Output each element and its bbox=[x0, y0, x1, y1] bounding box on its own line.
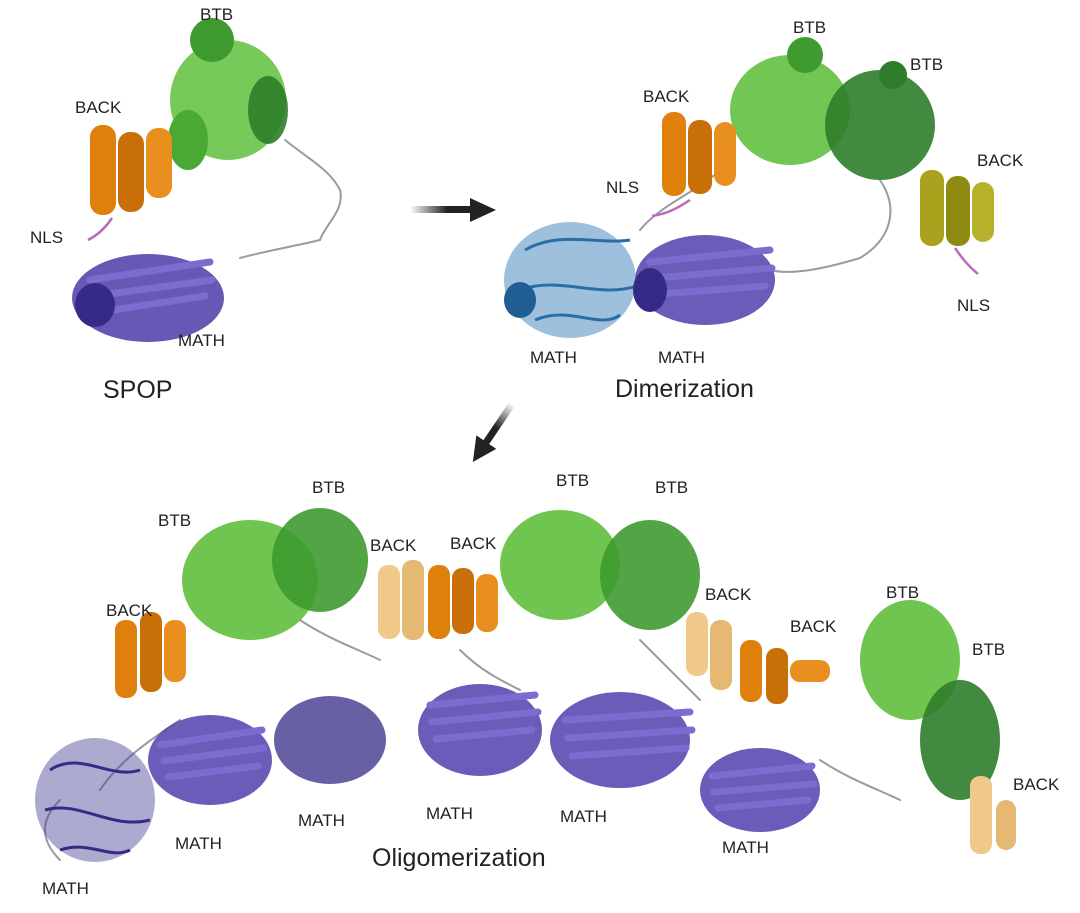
oligomer-title: Oligomerization bbox=[372, 844, 546, 872]
panel-monomer: BTB BACK NLS MATH SPOP bbox=[30, 5, 342, 404]
panel-oligomer: BTB BTB BTB BTB BTB BTB BACK BACK BACK B… bbox=[35, 471, 1060, 898]
oligomer-btb-label-4: BTB bbox=[655, 478, 688, 497]
dimer-math-domain-1 bbox=[504, 222, 641, 338]
oligomer-back-label-4: BACK bbox=[705, 585, 752, 604]
dimer-nls-tail-1 bbox=[651, 198, 691, 218]
monomer-btb-label: BTB bbox=[200, 5, 233, 24]
oligomer-back-label-1: BACK bbox=[106, 601, 153, 620]
oligomer-math-label-6: MATH bbox=[722, 838, 769, 857]
oligomer-btb-label-2: BTB bbox=[312, 478, 345, 497]
dimer-back-label-1: BACK bbox=[643, 87, 690, 106]
monomer-linker-coil bbox=[239, 139, 342, 259]
oligomer-btb-label-5: BTB bbox=[886, 583, 919, 602]
dimer-math-label-2: MATH bbox=[658, 348, 705, 367]
oligomer-math-label-4: MATH bbox=[426, 804, 473, 823]
arrow-monomer-to-dimer bbox=[410, 198, 496, 222]
dimer-nls-label-1: NLS bbox=[606, 178, 639, 197]
dimer-title: Dimerization bbox=[615, 375, 754, 403]
monomer-math-label: MATH bbox=[178, 331, 225, 350]
oligomer-math-label-5: MATH bbox=[560, 807, 607, 826]
monomer-back-domain bbox=[90, 125, 172, 215]
monomer-back-label: BACK bbox=[75, 98, 122, 117]
oligomer-math-domains bbox=[35, 684, 820, 862]
dimer-nls-label-2: NLS bbox=[957, 296, 990, 315]
dimer-math-domain-2 bbox=[633, 235, 776, 325]
oligomer-btb-label-1: BTB bbox=[158, 511, 191, 530]
panel-dimer: BTB BTB BACK BACK NLS NLS MATH MATH Dime… bbox=[504, 18, 1024, 403]
oligomer-math-label-2: MATH bbox=[175, 834, 222, 853]
dimer-back-domain-2 bbox=[920, 170, 994, 246]
monomer-title: SPOP bbox=[103, 376, 172, 404]
oligomer-math-label-1: MATH bbox=[42, 879, 89, 898]
monomer-nls-tail bbox=[87, 217, 114, 242]
dimer-nls-tail-2 bbox=[953, 247, 979, 275]
oligomer-btb-label-3: BTB bbox=[556, 471, 589, 490]
oligomer-back-label-3: BACK bbox=[450, 534, 497, 553]
dimer-btb-label-2: BTB bbox=[910, 55, 943, 74]
oligomer-back-label-5: BACK bbox=[790, 617, 837, 636]
dimer-back-domain-1 bbox=[662, 112, 736, 196]
monomer-btb-domain bbox=[168, 18, 288, 170]
dimer-back-label-2: BACK bbox=[977, 151, 1024, 170]
oligomer-back-label-2: BACK bbox=[370, 536, 417, 555]
oligomer-btb-label-6: BTB bbox=[972, 640, 1005, 659]
monomer-nls-label: NLS bbox=[30, 228, 63, 247]
arrow-dimer-to-oligomer bbox=[472, 402, 515, 463]
oligomer-back-domains bbox=[115, 560, 1016, 854]
dimer-linker-coil bbox=[639, 169, 892, 273]
dimer-btb-label-1: BTB bbox=[793, 18, 826, 37]
oligomer-math-label-3: MATH bbox=[298, 811, 345, 830]
oligomer-linker-coils bbox=[44, 619, 901, 861]
oligomer-back-label-6: BACK bbox=[1013, 775, 1060, 794]
monomer-math-domain bbox=[72, 254, 224, 342]
dimer-btb-domains bbox=[730, 37, 935, 180]
oligomer-btb-domains bbox=[182, 508, 1000, 800]
dimer-math-label-1: MATH bbox=[530, 348, 577, 367]
